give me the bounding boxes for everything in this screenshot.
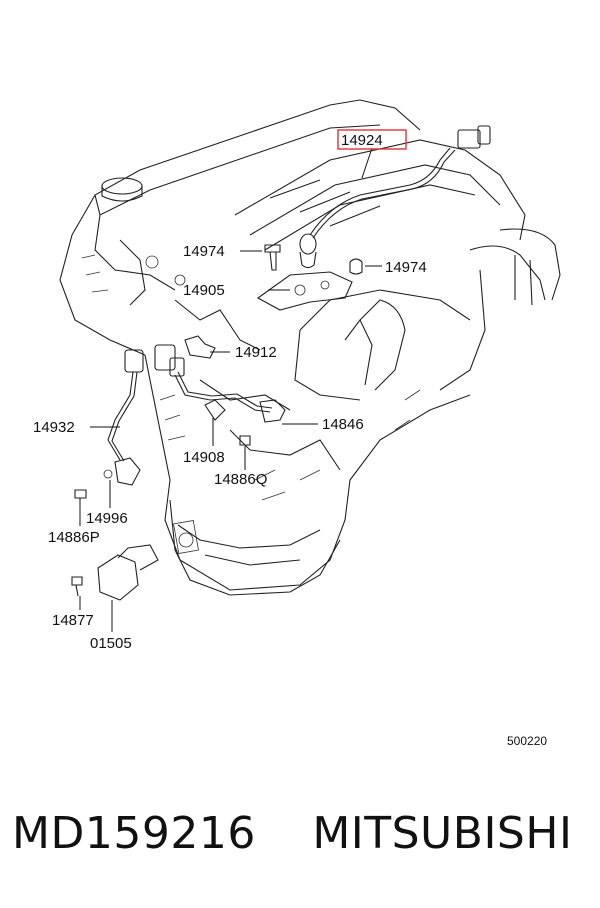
engine-drawing [59, 99, 561, 596]
callout-14974-left: 14974 [183, 243, 225, 260]
component-parts [71, 125, 491, 601]
leader-lines [79, 147, 382, 632]
part-number: MD159216 [12, 808, 256, 859]
callout-14932: 14932 [33, 419, 75, 436]
callout-14905: 14905 [183, 282, 225, 299]
callout-14924: 14924 [341, 132, 383, 149]
diagram-reference-number: 500220 [507, 734, 547, 748]
callout-14996: 14996 [86, 510, 128, 527]
callout-14908: 14908 [183, 449, 225, 466]
callout-14846: 14846 [322, 416, 364, 433]
callout-14974-right: 14974 [385, 259, 427, 276]
callout-01505: 01505 [90, 635, 132, 652]
callout-14912: 14912 [235, 344, 277, 361]
part-caption: MD159216 MITSUBISHI [12, 808, 592, 868]
highlight-box [337, 129, 407, 150]
callout-14886p: 14886P [48, 529, 100, 546]
callout-14886q: 14886Q [214, 471, 267, 488]
callout-14877: 14877 [52, 612, 94, 629]
brand-name: MITSUBISHI [312, 808, 573, 859]
callout-labels: 14924 14974 14974 14905 14912 14932 1484… [33, 132, 547, 748]
